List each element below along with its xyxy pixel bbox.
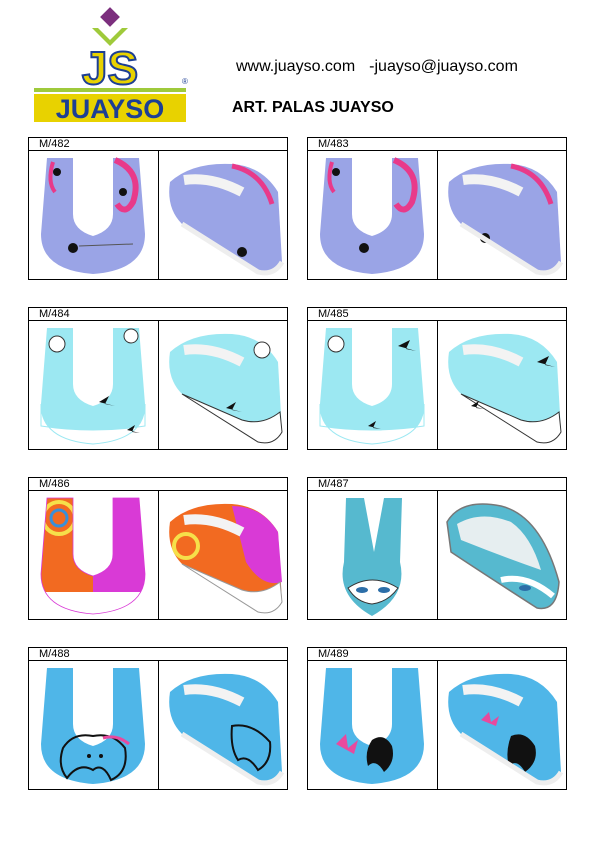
pattern-sheet-image <box>41 668 145 784</box>
product-card-m482[interactable]: M/482 <box>28 137 288 280</box>
shoe-render-image <box>169 673 285 786</box>
shoe-render-image <box>448 673 564 786</box>
email-link[interactable]: juayso@juayso.com <box>374 58 518 75</box>
product-code: M/487 <box>308 478 566 491</box>
product-card-m484[interactable]: M/484 <box>28 307 288 450</box>
card-divider <box>437 661 438 790</box>
website-link[interactable]: www.juayso.com <box>236 58 356 75</box>
card-divider <box>437 491 438 620</box>
pattern-sheet-image <box>320 668 424 784</box>
shoe-render-image <box>169 503 283 614</box>
registered-mark: ® <box>182 77 188 86</box>
page-title: ART. PALAS JUAYSO <box>232 99 394 116</box>
card-divider <box>437 321 438 450</box>
shoe-render-image <box>446 503 560 610</box>
pattern-sheet-image <box>342 498 402 616</box>
contact-separator: - <box>369 58 375 75</box>
product-code: M/489 <box>308 648 566 661</box>
product-card-m485[interactable]: M/485 <box>307 307 567 450</box>
product-card-m486[interactable]: M/486 <box>28 477 288 620</box>
brand-logo: JS JUAYSO ® <box>30 6 195 124</box>
card-divider <box>158 321 159 450</box>
logo-monogram: JS <box>82 42 138 94</box>
product-card-m489[interactable]: M/489 <box>307 647 567 790</box>
pattern-sheet-image <box>40 328 146 445</box>
pattern-sheet-image <box>40 497 146 615</box>
product-card-m488[interactable]: M/488 <box>28 647 288 790</box>
card-divider <box>158 661 159 790</box>
shoe-render-image <box>448 163 564 276</box>
juayso-logo-graphic: JS JUAYSO ® <box>34 7 188 124</box>
pattern-sheet-image <box>319 328 425 445</box>
shoe-render-image <box>448 333 562 444</box>
product-code: M/488 <box>29 648 287 661</box>
shoe-render-image <box>169 163 285 276</box>
product-code: M/484 <box>29 308 287 321</box>
pattern-sheet-image <box>320 157 424 274</box>
product-card-m483[interactable]: M/483 <box>307 137 567 280</box>
shoe-render-image <box>169 333 283 444</box>
card-divider <box>158 491 159 620</box>
card-divider <box>158 151 159 280</box>
logo-wordmark: JUAYSO <box>56 94 165 124</box>
product-code: M/483 <box>308 138 566 151</box>
card-divider <box>437 151 438 280</box>
product-code: M/486 <box>29 478 287 491</box>
product-card-m487[interactable]: M/487 <box>307 477 567 620</box>
product-code: M/485 <box>308 308 566 321</box>
pattern-sheet-image <box>41 157 145 274</box>
contact-line: www.juayso.com-juayso@juayso.com <box>236 58 518 76</box>
product-code: M/482 <box>29 138 287 151</box>
